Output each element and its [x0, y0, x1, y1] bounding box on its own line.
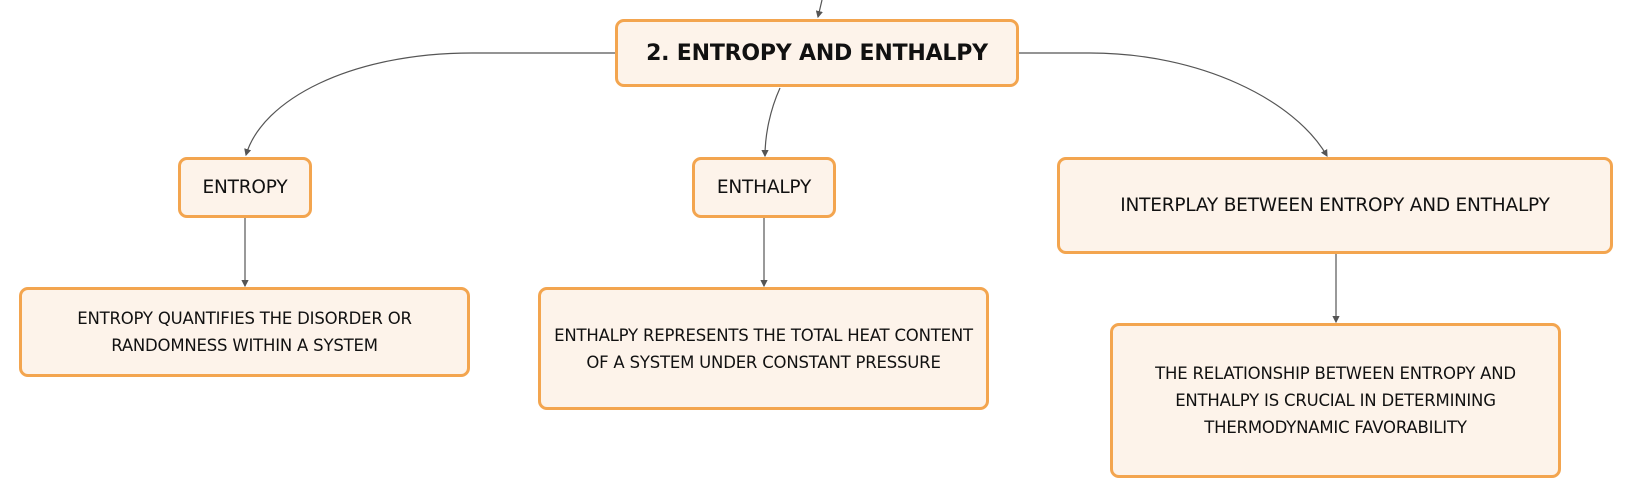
entropy-detail-node[interactable]: ENTROPY QUANTIFIES THE DISORDER OR RANDO…	[19, 287, 470, 377]
connector-incoming	[815, 0, 823, 19]
interplay-detail-line-2: ENTHALPY IS CRUCIAL IN DETERMINING	[1175, 391, 1496, 410]
interplay-detail-line-3: THERMODYNAMIC FAVORABILITY	[1204, 418, 1467, 437]
connector-root-to-enthalpy	[761, 87, 781, 158]
enthalpy-node-label: ENTHALPY	[716, 177, 812, 198]
interplay-node[interactable]: INTERPLAY BETWEEN ENTROPY AND ENTHALPY	[1057, 157, 1613, 254]
enthalpy-detail-node[interactable]: ENTHALPY REPRESENTS THE TOTAL HEAT CONTE…	[538, 287, 989, 410]
entropy-node[interactable]: ENTROPY	[178, 157, 312, 218]
root-node-label: 2. ENTROPY AND ENTHALPY	[646, 40, 988, 66]
entropy-detail-line-1: ENTROPY QUANTIFIES THE DISORDER OR	[77, 309, 412, 328]
entropy-detail-line-2: RANDOMNESS WITHIN A SYSTEM	[111, 336, 378, 355]
entropy-node-label: ENTROPY	[202, 177, 288, 198]
interplay-detail-node[interactable]: THE RELATIONSHIP BETWEEN ENTROPY AND ENT…	[1110, 323, 1561, 478]
enthalpy-detail-line-2: OF A SYSTEM UNDER CONSTANT PRESSURE	[586, 352, 941, 372]
root-node[interactable]: 2. ENTROPY AND ENTHALPY	[615, 19, 1019, 87]
connector-root-to-entropy	[244, 52, 616, 157]
interplay-node-label: INTERPLAY BETWEEN ENTROPY AND ENTHALPY	[1120, 195, 1550, 216]
interplay-detail-line-1: THE RELATIONSHIP BETWEEN ENTROPY AND	[1155, 364, 1516, 383]
enthalpy-node[interactable]: ENTHALPY	[692, 157, 836, 218]
enthalpy-detail-line-1: ENTHALPY REPRESENTS THE TOTAL HEAT CONTE…	[554, 325, 973, 345]
connector-root-to-interplay	[1018, 52, 1328, 158]
